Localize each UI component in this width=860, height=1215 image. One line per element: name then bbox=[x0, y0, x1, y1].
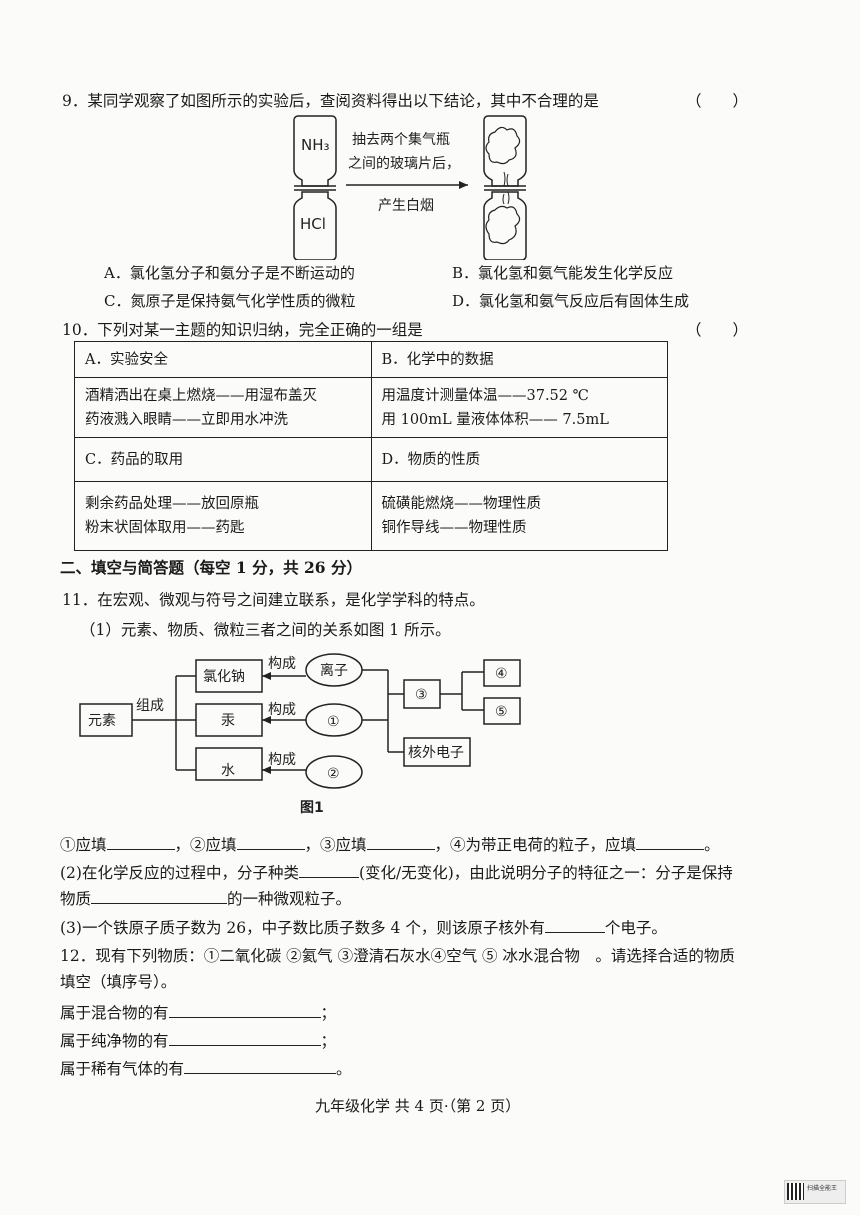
q11-sub2-d: 的一种微观粒子。 bbox=[227, 890, 352, 908]
node-blank-4: ④ bbox=[495, 666, 508, 682]
blank-property[interactable] bbox=[91, 889, 228, 904]
q11-sub1: （1）元素、物质、微粒三者之间的关系如图 1 所示。 bbox=[80, 621, 451, 639]
qr-code-icon bbox=[787, 1183, 804, 1200]
node-hg: 汞 bbox=[221, 713, 235, 729]
node-yuansu: 元素 bbox=[88, 713, 116, 729]
label-zucheng: 组成 bbox=[136, 698, 164, 714]
node-blank-2: ② bbox=[327, 766, 340, 782]
q11-sub2-line1: (2)在化学反应的过程中，分子种类 (变化/无变化)，由此说明分子的特征之一：分子… bbox=[60, 861, 733, 883]
fill-label-3: ，③应填 bbox=[304, 836, 367, 854]
figure-1-caption: 图1 bbox=[300, 800, 324, 816]
fill-label-1: ①应填 bbox=[60, 836, 107, 854]
q12-l2-end: ； bbox=[320, 1032, 337, 1050]
q12-l3-end: 。 bbox=[336, 1060, 352, 1078]
node-nacl: 氯化钠 bbox=[203, 669, 245, 685]
fill-label-2: ，②应填 bbox=[174, 836, 237, 854]
cell-a-line1: 酒精洒出在桌上燃烧——用湿布盖灭 bbox=[85, 387, 317, 404]
q12-l1-end: ； bbox=[320, 1004, 337, 1022]
cell-d-line1: 硫磺能燃烧——物理性质 bbox=[381, 496, 542, 512]
node-electron: 核外电子 bbox=[408, 745, 464, 761]
cell-b-line1: 用温度计测量体温——37.52 ℃ bbox=[381, 387, 589, 404]
cell-d-content: 硫磺能燃烧——物理性质 铜作导线——物理性质 bbox=[370, 481, 668, 551]
q9-option-a: A．氯化氢分子和氨分子是不断运动的 bbox=[104, 264, 355, 282]
node-blank-5: ⑤ bbox=[495, 704, 508, 720]
q11-sub2-c: 物质 bbox=[60, 890, 92, 908]
q9-answer-paren: （ ） bbox=[686, 92, 749, 110]
q12-noble-label: 属于稀有气体的有 bbox=[60, 1060, 185, 1078]
cell-a-title: A．实验安全 bbox=[74, 341, 372, 378]
blank-3[interactable] bbox=[366, 835, 435, 850]
q9-option-b: B．氯化氢和氨气能发生化学反应 bbox=[452, 264, 674, 282]
q11-sub3: (3)一个铁原子质子数为 26，中子数比质子数多 4 个，则该原子核外有 个电子。 bbox=[60, 916, 667, 938]
blank-change[interactable] bbox=[298, 863, 359, 878]
smoke-bottles bbox=[483, 115, 527, 260]
blank-4[interactable] bbox=[636, 835, 705, 850]
node-ion: 离子 bbox=[320, 662, 348, 679]
cell-c-content: 剩余药品处理——放回原瓶 粉末状固体取用——药匙 bbox=[74, 481, 372, 551]
q11-sub3-a: (3)一个铁原子质子数为 26，中子数比质子数多 4 个，则该原子核外有 bbox=[60, 919, 545, 937]
figure-1-diagram: 元素 组成 氯化钠 汞 水 构成 构成 构成 离子 ① ② ③ 核外电子 ④ ⑤… bbox=[79, 653, 521, 816]
blank-noble[interactable] bbox=[184, 1059, 337, 1074]
scanner-watermark: 扫描全能王 bbox=[784, 1180, 846, 1204]
arrow-text-1: 抽去两个集气瓶 bbox=[352, 131, 450, 148]
q11-stem: 11．在宏观、微观与符号之间建立联系，是化学学科的特点。 bbox=[62, 591, 485, 609]
blank-2[interactable] bbox=[236, 835, 305, 850]
q11-sub2-b: (变化/无变化)，由此说明分子的特征之一：分子是保持 bbox=[358, 864, 733, 882]
q9-experiment-figure: NH₃ HCl 抽去两个集气瓶 之间的玻璃片后， 产生白烟 bbox=[293, 115, 527, 260]
arrow-text-2: 之间的玻璃片后， bbox=[348, 155, 460, 172]
cell-a-content: 酒精洒出在桌上燃烧——用湿布盖灭 药液溅入眼睛——立即用水冲洗 bbox=[74, 377, 372, 438]
q11-fill-row: ①应填 ，②应填 ，③应填 ，④为带正电荷的粒子，应填 。 bbox=[60, 833, 720, 855]
label-goucheng-1: 构成 bbox=[268, 656, 296, 672]
cell-d-title: D．物质的性质 bbox=[370, 437, 668, 482]
q12-line-2: 属于纯净物的有 ； bbox=[60, 1029, 336, 1051]
nh3-bottle bbox=[293, 115, 337, 260]
q9-stem: 9．某同学观察了如图所示的实验后，查阅资料得出以下结论，其中不合理的是 bbox=[62, 92, 599, 110]
node-water: 水 bbox=[221, 763, 235, 779]
q12-stem-1: 12．现有下列物质：①二氧化碳 ②氦气 ③澄清石灰水④空气 ⑤ 冰水混合物 。请… bbox=[60, 947, 735, 965]
blank-pure[interactable] bbox=[168, 1031, 321, 1046]
q11-sub3-b: 个电子。 bbox=[604, 919, 667, 937]
q9-option-d: D．氯化氢和氨气反应后有固体生成 bbox=[452, 292, 690, 310]
cell-c-line2: 粉末状固体取用——药匙 bbox=[85, 520, 245, 536]
fill-label-4: ，④为带正电荷的粒子，应填 bbox=[434, 836, 637, 854]
cell-b-content: 用温度计测量体温——37.52 ℃ 用 100mL 量液体体积—— 7.5mL bbox=[370, 377, 668, 438]
q9-option-c: C．氮原子是保持氨气化学性质的微粒 bbox=[104, 292, 356, 310]
q10-stem: 10．下列对某一主题的知识归纳，完全正确的一组是 bbox=[62, 321, 423, 339]
cell-d-line2: 铜作导线——物理性质 bbox=[381, 520, 527, 536]
q10-answer-paren: （ ） bbox=[686, 321, 749, 339]
node-blank-1: ① bbox=[327, 714, 340, 730]
label-goucheng-3: 构成 bbox=[268, 752, 296, 768]
q12-stem-2: 填空（填序号）。 bbox=[60, 973, 177, 991]
page-footer: 九年级化学 共 4 页·（第 2 页） bbox=[315, 1097, 521, 1115]
blank-1[interactable] bbox=[106, 835, 175, 850]
scanner-label: 扫描全能王 bbox=[807, 1185, 838, 1192]
q12-mixture-label: 属于混合物的有 bbox=[60, 1004, 169, 1022]
blank-electrons[interactable] bbox=[544, 918, 605, 933]
arrow-below-text: 产生白烟 bbox=[378, 198, 434, 214]
cell-b-title: B．化学中的数据 bbox=[370, 341, 668, 378]
nh3-label: NH₃ bbox=[301, 136, 330, 154]
fill-end: 。 bbox=[704, 836, 720, 854]
hcl-label: HCl bbox=[300, 215, 326, 233]
blank-mixture[interactable] bbox=[168, 1003, 321, 1018]
label-goucheng-2: 构成 bbox=[268, 702, 296, 718]
node-blank-3: ③ bbox=[415, 687, 428, 703]
knowledge-table: A．实验安全 B．化学中的数据 酒精洒出在桌上燃烧——用湿布盖灭 药液溅入眼睛—… bbox=[74, 341, 668, 551]
q12-line-1: 属于混合物的有 ； bbox=[60, 1001, 336, 1023]
q11-sub2-line2: 物质 的一种微观粒子。 bbox=[60, 887, 351, 909]
q11-sub2-a: (2)在化学反应的过程中，分子种类 bbox=[60, 864, 299, 882]
cell-a-line2: 药液溅入眼睛——立即用水冲洗 bbox=[85, 411, 288, 428]
cell-c-line1: 剩余药品处理——放回原瓶 bbox=[85, 496, 259, 512]
q12-pure-label: 属于纯净物的有 bbox=[60, 1032, 169, 1050]
cell-c-title: C．药品的取用 bbox=[74, 437, 372, 482]
q12-line-3: 属于稀有气体的有 。 bbox=[60, 1057, 352, 1079]
cell-b-line2: 用 100mL 量液体体积—— 7.5mL bbox=[381, 411, 609, 428]
section-2-heading: 二、填空与简答题（每空 1 分，共 26 分） bbox=[60, 558, 362, 577]
